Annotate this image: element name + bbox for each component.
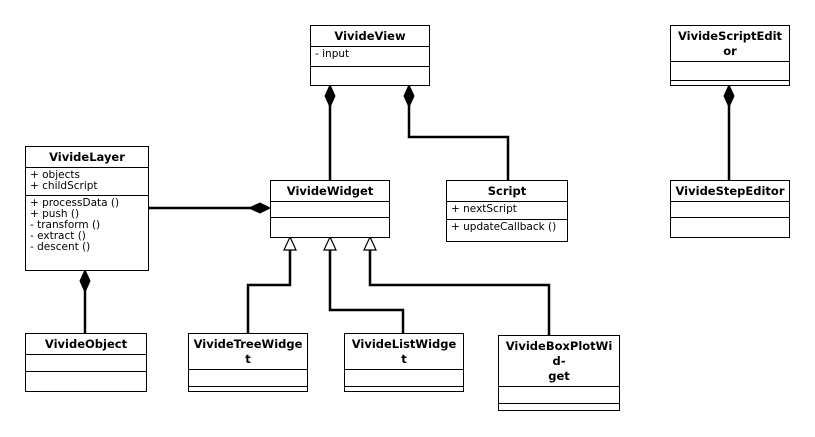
class-videscripteditor: VivideScriptEditor bbox=[670, 25, 790, 86]
operations-section bbox=[345, 387, 463, 391]
operations-section bbox=[671, 218, 789, 237]
edge-treewidget-widget bbox=[246, 250, 292, 334]
composition-diamond-scripteditor-stepeditor bbox=[723, 83, 735, 109]
operations-section: + processData () + push () - transform (… bbox=[26, 196, 148, 270]
attributes-section bbox=[271, 202, 389, 218]
operations-section bbox=[311, 67, 429, 85]
generalization-arrow-treewidget bbox=[283, 235, 297, 251]
operations-section: + updateCallback () bbox=[447, 220, 567, 241]
attributes-section bbox=[345, 370, 463, 387]
operation: + processData () bbox=[30, 197, 120, 209]
class-name: Script bbox=[447, 181, 567, 202]
class-name: VivideObject bbox=[26, 334, 146, 355]
edge-listwidget-widget bbox=[328, 250, 405, 334]
class-name: VivideLayer bbox=[26, 147, 148, 168]
composition-diamond-layer-object bbox=[79, 268, 91, 294]
operations-section bbox=[189, 387, 307, 391]
generalization-arrow-listwidget bbox=[323, 235, 337, 251]
attributes-section bbox=[26, 355, 146, 372]
class-videboxplotwidget: VivideBoxPlotWid- get bbox=[498, 335, 620, 411]
class-name: VivideTreeWidget bbox=[189, 334, 307, 370]
class-name: VivideBoxPlotWid- get bbox=[499, 336, 619, 387]
composition-diamond-layer-widget bbox=[247, 202, 272, 214]
class-videlayer: VivideLayer + objects + childScript + pr… bbox=[25, 146, 149, 271]
attribute: + nextScript bbox=[451, 203, 517, 215]
class-videtreewidget: VivideTreeWidget bbox=[188, 333, 308, 392]
operations-section bbox=[271, 218, 389, 237]
operation: - descent () bbox=[30, 241, 91, 253]
operation: + push () bbox=[30, 208, 80, 220]
attribute: - input bbox=[315, 48, 350, 60]
composition-diamond-view-script bbox=[403, 83, 415, 109]
class-script: Script + nextScript + updateCallback () bbox=[446, 180, 568, 242]
class-videstepeditor: VivideStepEditor bbox=[670, 180, 790, 238]
class-videwidget: VivideWidget bbox=[270, 180, 390, 238]
attributes-section: + objects + childScript bbox=[26, 168, 148, 196]
class-name: VivideWidget bbox=[271, 181, 389, 202]
attributes-section bbox=[671, 62, 789, 81]
attributes-section bbox=[499, 387, 619, 404]
attributes-section: + nextScript bbox=[447, 202, 567, 220]
attribute: + objects bbox=[30, 169, 80, 181]
class-name: VivideListWidget bbox=[345, 334, 463, 370]
edge-view-script bbox=[407, 105, 510, 181]
attribute: + childScript bbox=[30, 180, 98, 192]
operations-section bbox=[671, 81, 789, 85]
generalization-arrow-boxplotwidget bbox=[363, 235, 377, 251]
edge-boxplotwidget-widget bbox=[368, 250, 551, 336]
operations-section bbox=[26, 372, 146, 391]
operation: - extract () bbox=[30, 230, 86, 242]
class-videobject: VivideObject bbox=[25, 333, 147, 392]
class-videlistwidget: VivideListWidget bbox=[344, 333, 464, 392]
operation: - transform () bbox=[30, 219, 101, 231]
class-name: VivideStepEditor bbox=[671, 181, 789, 202]
attributes-section bbox=[189, 370, 307, 387]
attributes-section: - input bbox=[311, 47, 429, 67]
operation: + updateCallback () bbox=[451, 221, 557, 233]
class-name: VivideView bbox=[311, 26, 429, 47]
composition-diamond-view-widget bbox=[324, 83, 336, 109]
class-vivideview: VivideView - input bbox=[310, 25, 430, 86]
operations-section bbox=[499, 404, 619, 410]
class-name: VivideScriptEditor bbox=[671, 26, 789, 62]
attributes-section bbox=[671, 202, 789, 218]
